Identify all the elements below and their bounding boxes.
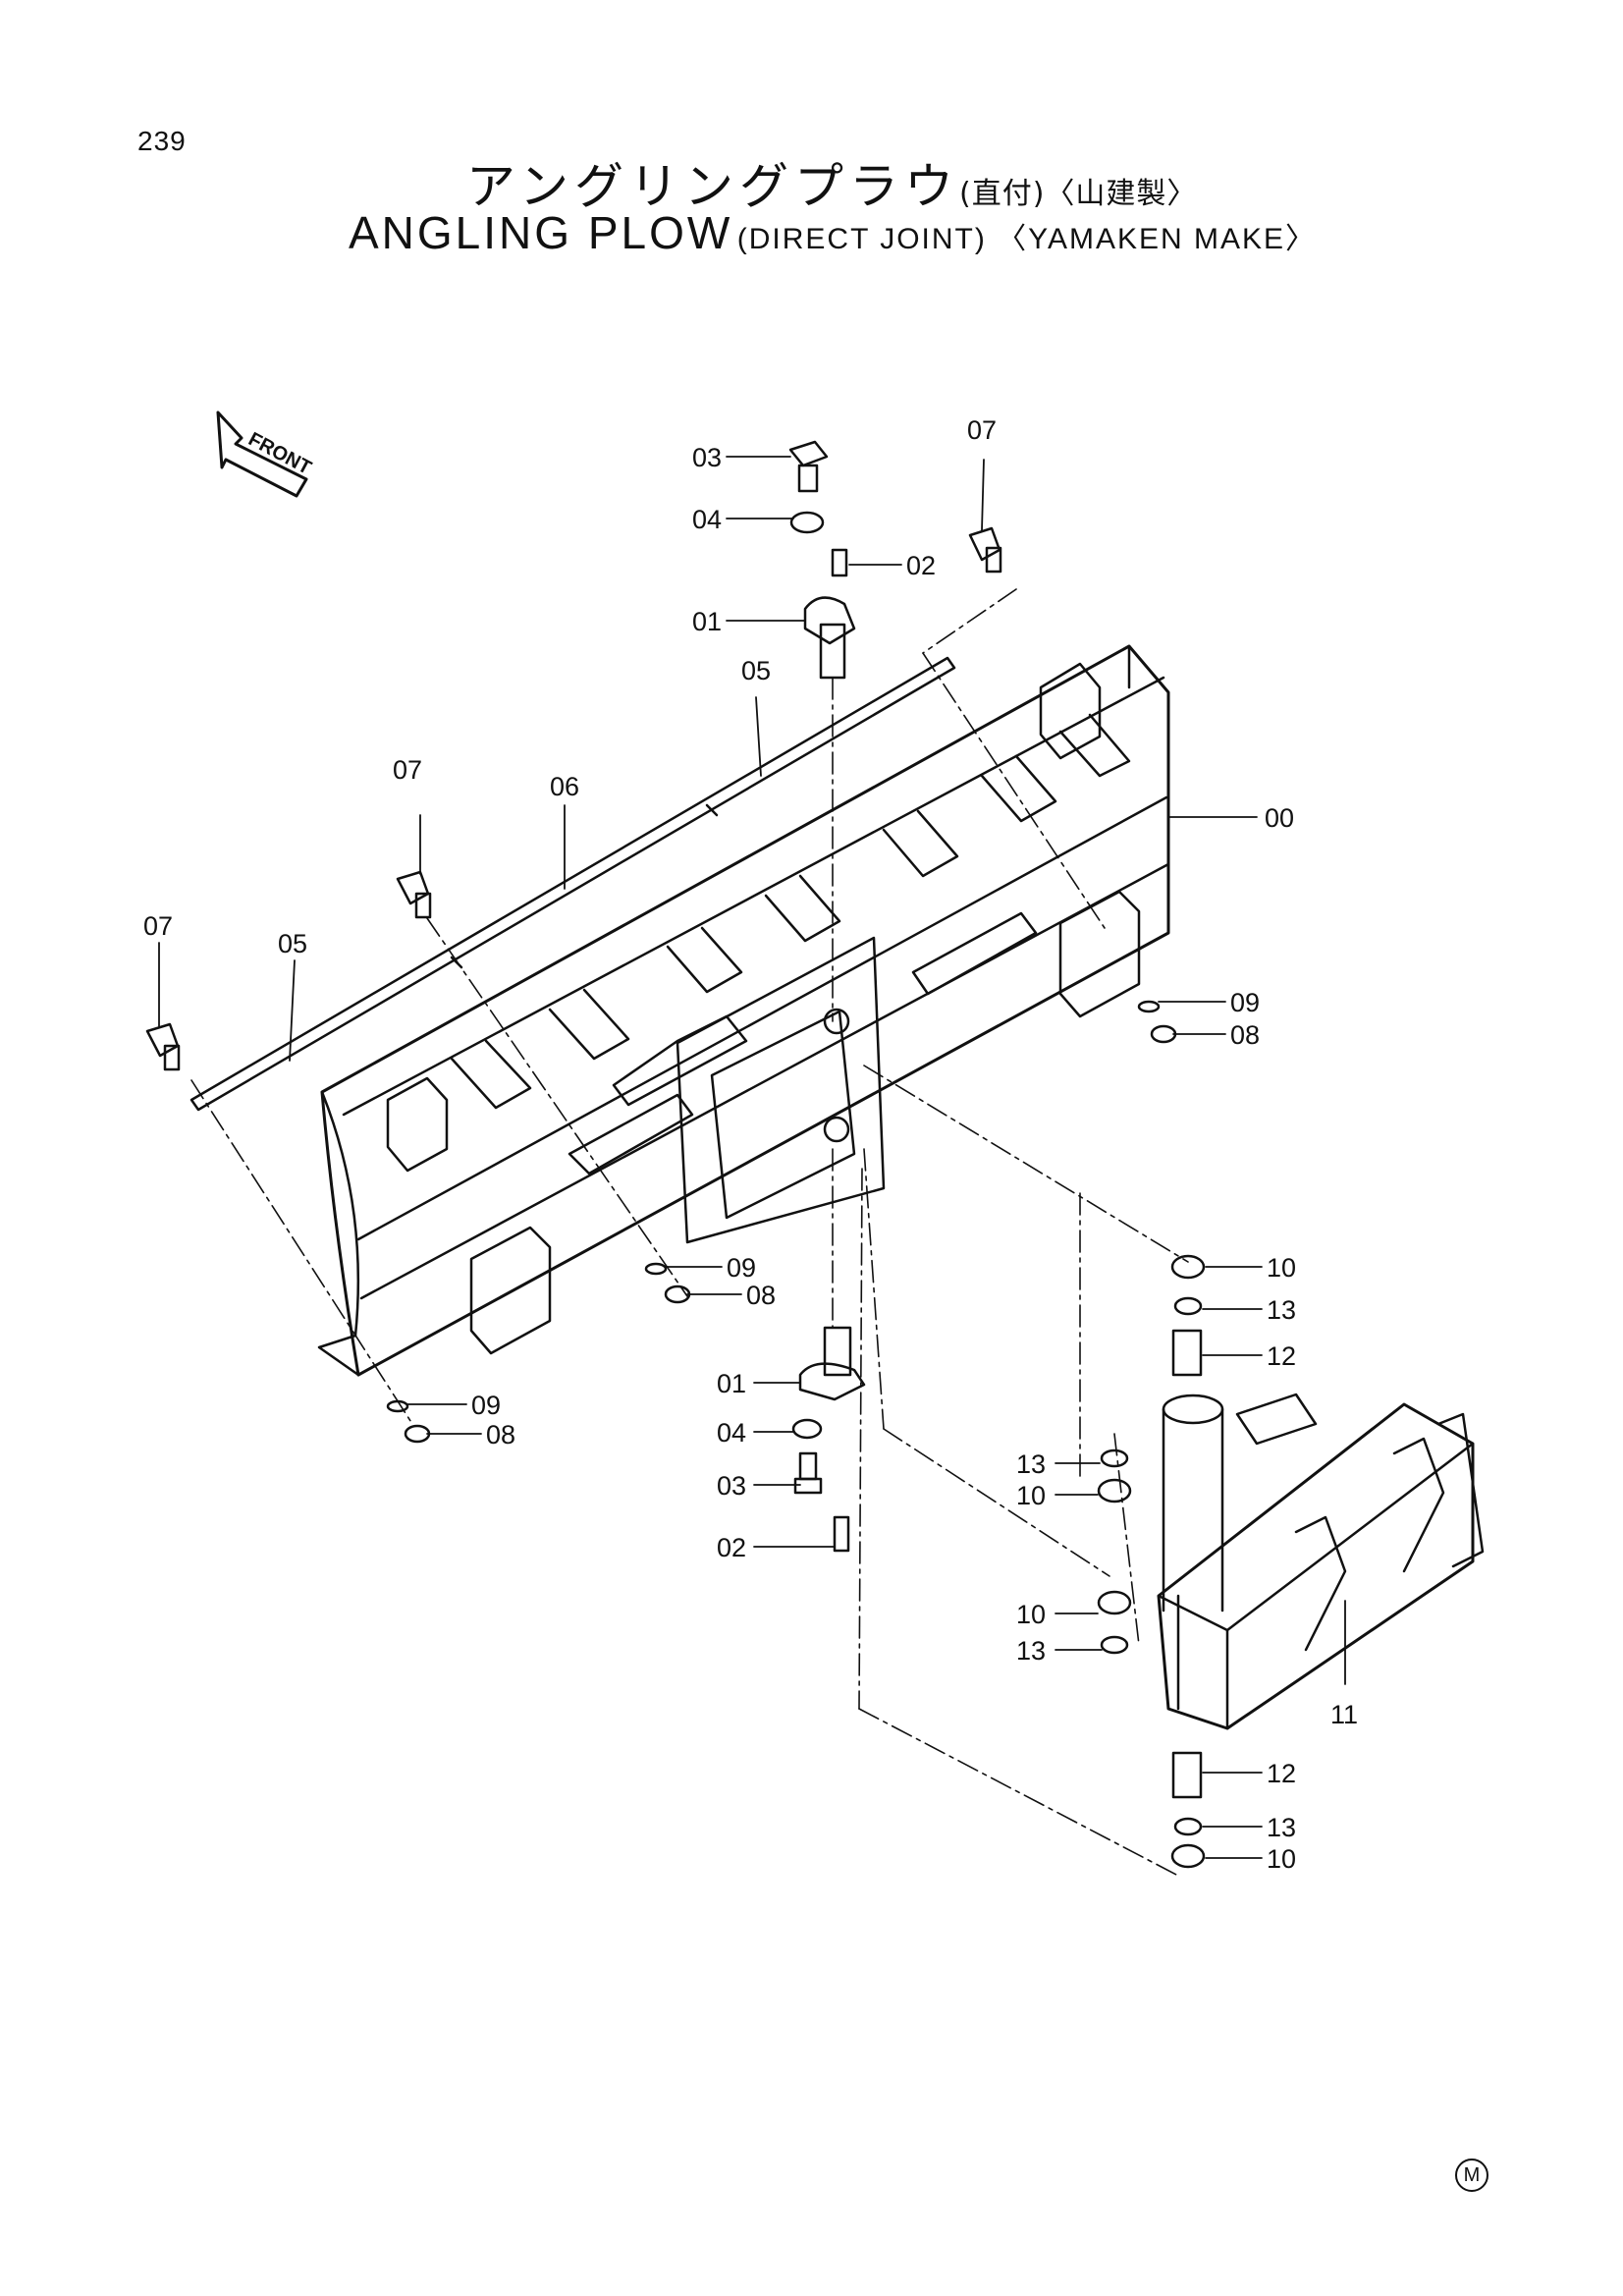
blade-part-00 xyxy=(317,644,1170,1377)
title-english-main: ANGLING PLOW xyxy=(349,207,733,258)
callout-10-b: 10 xyxy=(1016,1481,1046,1510)
callout-13-b: 13 xyxy=(1016,1449,1046,1479)
title-english: ANGLING PLOW (DIRECT JOINT) 〈YAMAKEN MAK… xyxy=(349,206,1317,259)
callout-08-mid: 08 xyxy=(746,1281,776,1310)
title-japanese: アングリングプラウ(直付)〈山建製〉 xyxy=(466,147,1197,218)
callout-00: 00 xyxy=(1265,803,1294,833)
callout-13-d: 13 xyxy=(1267,1813,1296,1842)
callout-10-d: 10 xyxy=(1267,1844,1296,1874)
callout-04-top: 04 xyxy=(692,505,722,534)
leader-lines xyxy=(158,456,1346,1859)
callout-07-top: 07 xyxy=(967,415,997,445)
callout-05-right: 05 xyxy=(741,656,771,685)
callout-13-a: 13 xyxy=(1267,1295,1296,1325)
callout-06: 06 xyxy=(550,772,579,801)
callout-08-left: 08 xyxy=(486,1420,515,1449)
callout-13-c: 13 xyxy=(1016,1636,1046,1666)
callout-01-top: 01 xyxy=(692,607,722,636)
callout-09-left: 09 xyxy=(471,1391,501,1420)
title-japanese-main: アングリングプラウ xyxy=(466,158,959,215)
callout-10-c: 10 xyxy=(1016,1600,1046,1629)
callout-04-bottom: 04 xyxy=(717,1418,746,1448)
part-callouts: 03 04 02 01 07 05 07 06 07 05 00 09 08 0… xyxy=(143,415,1358,1874)
callout-05-left: 05 xyxy=(278,929,307,958)
front-arrow-icon xyxy=(216,410,308,498)
callout-02-bottom: 02 xyxy=(717,1533,746,1562)
frame-part-11 xyxy=(1157,1393,1485,1730)
callout-07-left: 07 xyxy=(143,911,173,941)
callout-10-a: 10 xyxy=(1267,1253,1296,1283)
page-number: 239 xyxy=(137,126,187,156)
callout-11: 11 xyxy=(1330,1700,1358,1729)
callout-12-b: 12 xyxy=(1267,1759,1296,1788)
callout-03-bottom: 03 xyxy=(717,1471,746,1501)
callout-09-mid: 09 xyxy=(727,1253,756,1283)
callout-01-bottom: 01 xyxy=(717,1369,746,1398)
callout-12-a: 12 xyxy=(1267,1341,1296,1371)
callout-09-right: 09 xyxy=(1230,988,1260,1017)
title-japanese-sub: (直付)〈山建製〉 xyxy=(959,177,1198,211)
manufacturer-mark: M xyxy=(1455,2159,1488,2192)
title-english-sub: (DIRECT JOINT) 〈YAMAKEN MAKE〉 xyxy=(736,223,1318,255)
callout-07-mid: 07 xyxy=(393,755,422,785)
callout-08-right: 08 xyxy=(1230,1020,1260,1050)
assembly-centerlines xyxy=(190,588,1189,1877)
callout-02-top: 02 xyxy=(906,551,936,580)
callout-03-top: 03 xyxy=(692,443,722,472)
